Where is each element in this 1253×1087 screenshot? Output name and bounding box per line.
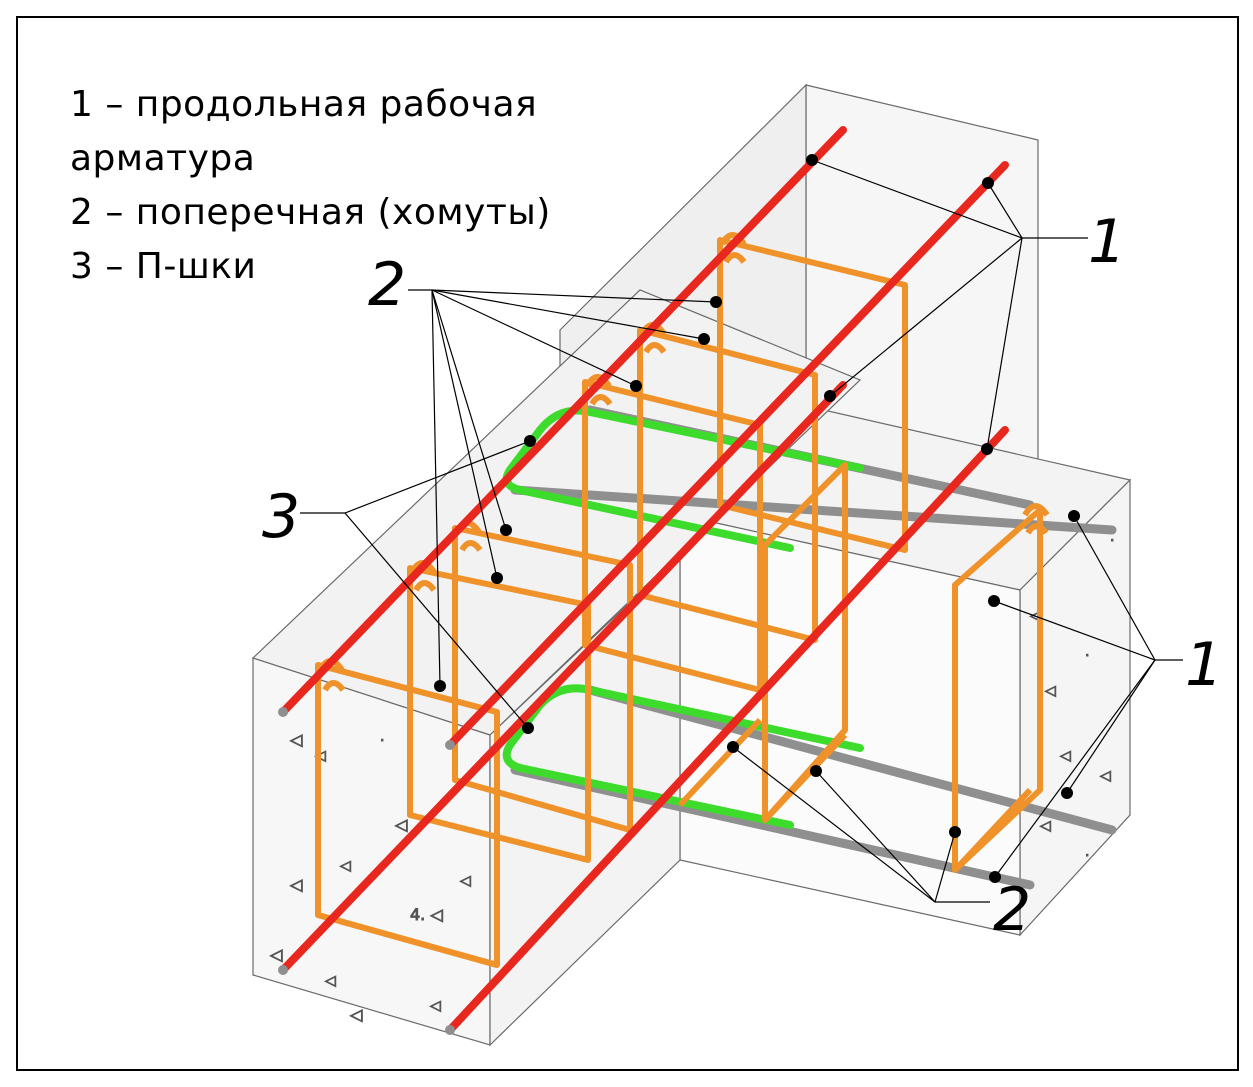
red-bar-3 [279,381,847,974]
svg-text:◁: ◁ [1040,818,1051,834]
stirrup-link-1 [677,717,763,808]
red-bar-2 [446,161,1009,749]
legend-line-1: 1 – продольная рабочая [70,84,538,125]
svg-text:◁: ◁ [325,973,336,989]
svg-text:◁: ◁ [1060,748,1071,764]
callout-1-right: 1 [1185,630,1223,700]
svg-text:◁: ◁ [340,858,351,874]
stirrup-right-1 [952,507,1043,873]
callout-2-top: 2 [368,250,406,320]
hook-7 [1022,503,1050,535]
svg-text:◁: ◁ [394,815,408,834]
gray-bar-3 [510,765,1035,890]
callout-1-top: 1 [1088,207,1126,277]
svg-text:◁: ◁ [1100,768,1111,784]
stirrup-bottom-1 [317,912,498,968]
callout-3: 3 [262,482,300,552]
red-bars [279,126,1009,1034]
stirrup-link-2 [762,732,848,823]
bar-ends [278,707,455,1035]
svg-text:◁: ◁ [460,873,471,889]
callout-2-bottom: 2 [993,875,1031,945]
stirrup-main-2 [407,565,591,863]
red-bar-1 [279,126,847,716]
svg-text:4. ◁: 4. ◁ [410,905,443,924]
stirrup-main-6 [717,237,908,553]
svg-text:◁: ◁ [1045,683,1056,699]
red-bar-4 [446,426,1009,1034]
svg-text:◁: ◁ [289,875,303,894]
svg-text:◁: ◁ [269,945,283,964]
column-top-face [805,84,1039,471]
svg-text:·: · [1085,848,1089,864]
leader-dots [434,154,1080,883]
svg-text:◁: ◁ [349,1005,363,1024]
svg-text:·: · [380,733,384,749]
legend-line-4: 3 – П-шки [70,246,257,287]
hook-6 [719,232,747,264]
svg-text:·: · [1110,533,1114,549]
stirrups [315,232,1050,968]
legend-line-3: 2 – поперечная (хомуты) [70,192,551,233]
stirrup-top-1 [317,662,498,715]
svg-text:◁: ◁ [289,730,303,749]
legend: 1 – продольная рабочая арматура 2 – попе… [70,78,551,294]
leader-lines [300,159,1183,903]
svg-text:·: · [1085,648,1089,664]
svg-text:◁: ◁ [430,998,441,1014]
stirrup-link-3 [952,787,1033,873]
stirrup-right-2 [762,462,848,823]
hook-4 [584,374,613,406]
legend-line-2: арматура [70,138,256,179]
